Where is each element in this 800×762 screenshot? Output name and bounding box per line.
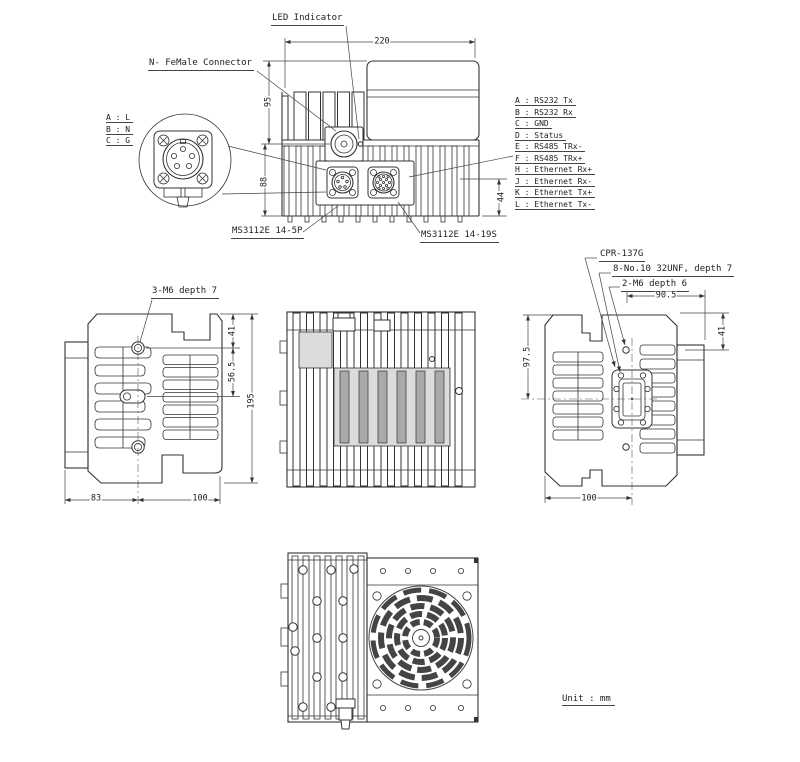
signal-pin-row: E : RS485 TRx- [515, 142, 586, 152]
callout-cpr-137g: CPR-137G [599, 249, 646, 262]
signal-pin-row: C : GND [515, 119, 552, 129]
dim-83: 83 [89, 493, 103, 504]
leader-5p [302, 205, 339, 233]
dim-88: 88 [259, 175, 270, 189]
dim-100-left: 100 [191, 493, 209, 504]
side-view-right [521, 257, 729, 505]
dim-95: 95 [263, 95, 274, 109]
connector-19s [367, 166, 400, 199]
leader-3m6 [139, 299, 153, 343]
detail-view-power-connector [138, 113, 327, 208]
led-indicator [357, 141, 364, 147]
connector-5p [326, 166, 359, 199]
callout-led-indicator: LED Indicator [271, 13, 345, 26]
dim-41-right: 41 [717, 324, 728, 338]
power-pinout-table: A : L B : N C : G [106, 113, 134, 146]
dim-90-5: 90.5 [654, 290, 678, 301]
dim-44: 44 [496, 190, 507, 204]
power-pin-row: C : G [106, 136, 134, 146]
leader-pinout [408, 155, 514, 178]
dim-195: 195 [246, 392, 257, 410]
n-connector [330, 130, 358, 158]
dim-56-5: 56.5 [227, 360, 238, 384]
signal-pin-row: K : Ethernet Tx+ [515, 188, 596, 198]
leader-19s [397, 201, 421, 234]
bottom-view [280, 552, 479, 730]
m6-hole-upper [622, 346, 630, 354]
signal-pinout-table: A : RS232 Tx B : RS232 Rx C : GND D : St… [515, 96, 596, 210]
leaders-right-view [584, 257, 626, 373]
callout-n-female-connector: N- FeMale Connector [148, 58, 254, 71]
callout-3-m6-depth-7: 3-M6 depth 7 [151, 286, 220, 299]
fin-screws [288, 564, 359, 712]
callout-ms3112e-14-5p: MS3112E 14-5P [231, 226, 305, 239]
rear-view [256, 25, 514, 234]
signal-pin-row: D : Status [515, 131, 567, 141]
unit-note: Unit : mm [562, 694, 615, 706]
top-view [279, 311, 476, 488]
dim-41-left: 41 [227, 324, 238, 338]
leader-led [345, 25, 360, 140]
dim-220: 220 [373, 36, 391, 47]
signal-pin-row: J : Ethernet Rx- [515, 177, 596, 187]
signal-pin-row: A : RS232 Tx [515, 96, 576, 106]
fan-grill [368, 585, 474, 691]
bottom-connector-stub [335, 698, 356, 730]
power-pin-row: B : N [106, 125, 134, 135]
signal-pin-row: L : Ethernet Tx- [515, 200, 596, 210]
m6-hole-lower [622, 443, 630, 451]
power-pin-row: A : L [106, 113, 134, 123]
callout-8-no10-32unf: 8-No.10 32UNF, depth 7 [612, 264, 735, 277]
signal-pin-row: B : RS232 Rx [515, 108, 576, 118]
dim-100-right: 100 [580, 493, 598, 504]
callout-ms3112e-14-19s: MS3112E 14-19S [420, 230, 499, 243]
signal-pin-row: F : RS485 TRx+ [515, 154, 586, 164]
signal-pin-row: H : Ethernet Rx+ [515, 165, 596, 175]
dim-97-5: 97.5 [522, 345, 533, 369]
